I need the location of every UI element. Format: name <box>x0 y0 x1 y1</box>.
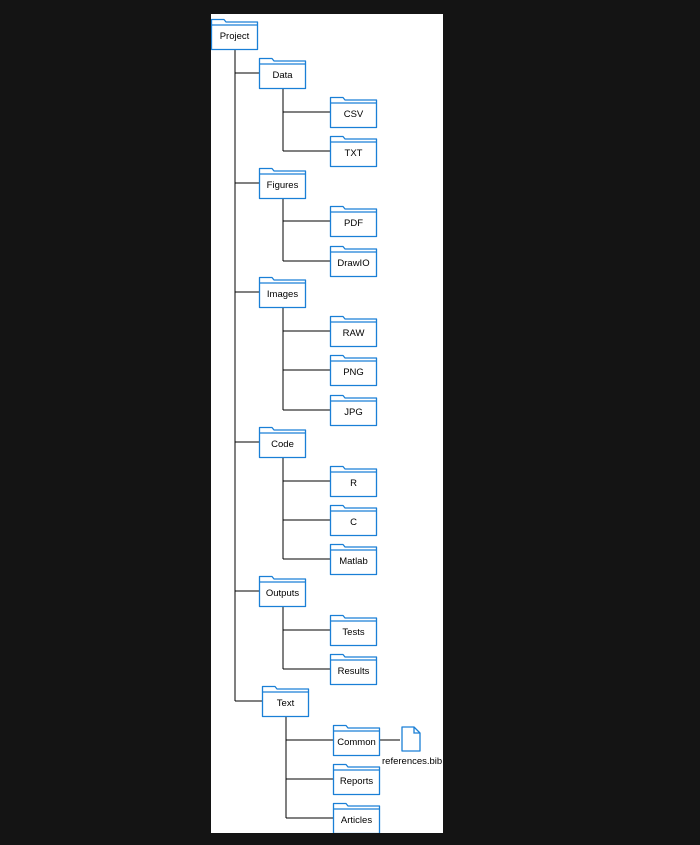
folder-icon <box>211 18 259 51</box>
folder-icon <box>329 653 378 686</box>
folder-icon <box>329 394 378 427</box>
folder-icon <box>329 135 378 168</box>
folder-label: Reports <box>340 776 374 787</box>
subfolder-drawio[interactable]: DrawIO <box>329 245 378 278</box>
folder-label: RAW <box>343 328 365 339</box>
folder-label: DrawIO <box>337 258 369 269</box>
folder-icon <box>258 167 307 200</box>
folder-label: Common <box>337 737 376 748</box>
folder-label: Articles <box>341 815 372 826</box>
folder-label: Figures <box>267 180 299 191</box>
folder-icon <box>332 763 381 796</box>
subfolder-r[interactable]: R <box>329 465 378 498</box>
subfolder-png[interactable]: PNG <box>329 354 378 387</box>
file-icon <box>401 726 421 752</box>
folder-icon <box>329 614 378 647</box>
subfolder-raw[interactable]: RAW <box>329 315 378 348</box>
folder-label: TXT <box>345 148 363 159</box>
folder-icon <box>258 57 307 90</box>
folder-icon <box>329 315 378 348</box>
folder-icon <box>258 426 307 459</box>
folder-icon <box>258 575 307 608</box>
folder-icon <box>329 245 378 278</box>
subfolder-common[interactable]: Common <box>332 724 381 757</box>
folder-label: C <box>350 517 357 528</box>
folder-icon <box>261 685 310 718</box>
folder-icon <box>329 465 378 498</box>
subfolder-jpg[interactable]: JPG <box>329 394 378 427</box>
folder-icon <box>329 96 378 129</box>
folder-icon <box>329 504 378 537</box>
folder-label: Data <box>272 70 293 81</box>
connectors <box>234 50 400 819</box>
folder-images[interactable]: Images <box>258 276 307 309</box>
subfolder-csv[interactable]: CSV <box>329 96 378 129</box>
subfolder-c[interactable]: C <box>329 504 378 537</box>
folder-label: Tests <box>342 627 364 638</box>
folder-label: PNG <box>343 367 364 378</box>
folder-label: Outputs <box>266 588 300 599</box>
folder-data[interactable]: Data <box>258 57 307 90</box>
folder-label: CSV <box>344 109 364 120</box>
folder-label: Images <box>267 289 298 300</box>
folder-label: Project <box>220 31 250 42</box>
subfolder-articles[interactable]: Articles <box>332 802 381 834</box>
folder-label: JPG <box>344 407 362 418</box>
subfolder-tests[interactable]: Tests <box>329 614 378 647</box>
folder-label: Matlab <box>339 556 368 567</box>
folder-label: PDF <box>344 218 363 229</box>
folder-figures[interactable]: Figures <box>258 167 307 200</box>
folder-icon <box>329 354 378 387</box>
folder-code[interactable]: Code <box>258 426 307 459</box>
file-references-bib[interactable]: references.bib <box>382 726 442 767</box>
folder-outputs[interactable]: Outputs <box>258 575 307 608</box>
folder-icon <box>329 205 378 238</box>
folder-label: Text <box>277 698 295 709</box>
subfolder-txt[interactable]: TXT <box>329 135 378 168</box>
folder-label: R <box>350 478 357 489</box>
subfolder-pdf[interactable]: PDF <box>329 205 378 238</box>
folder-text[interactable]: Text <box>261 685 310 718</box>
folder-icon <box>258 276 307 309</box>
folder-root-project[interactable]: Project <box>211 18 259 51</box>
subfolder-matlab[interactable]: Matlab <box>329 543 378 576</box>
subfolder-results[interactable]: Results <box>329 653 378 686</box>
folder-icon <box>332 802 381 833</box>
folder-label: Code <box>271 439 294 450</box>
folder-icon <box>329 543 378 576</box>
file-label: references.bib <box>382 756 442 767</box>
folder-label: Results <box>338 666 370 677</box>
folder-icon <box>332 724 381 757</box>
subfolder-reports[interactable]: Reports <box>332 763 381 796</box>
